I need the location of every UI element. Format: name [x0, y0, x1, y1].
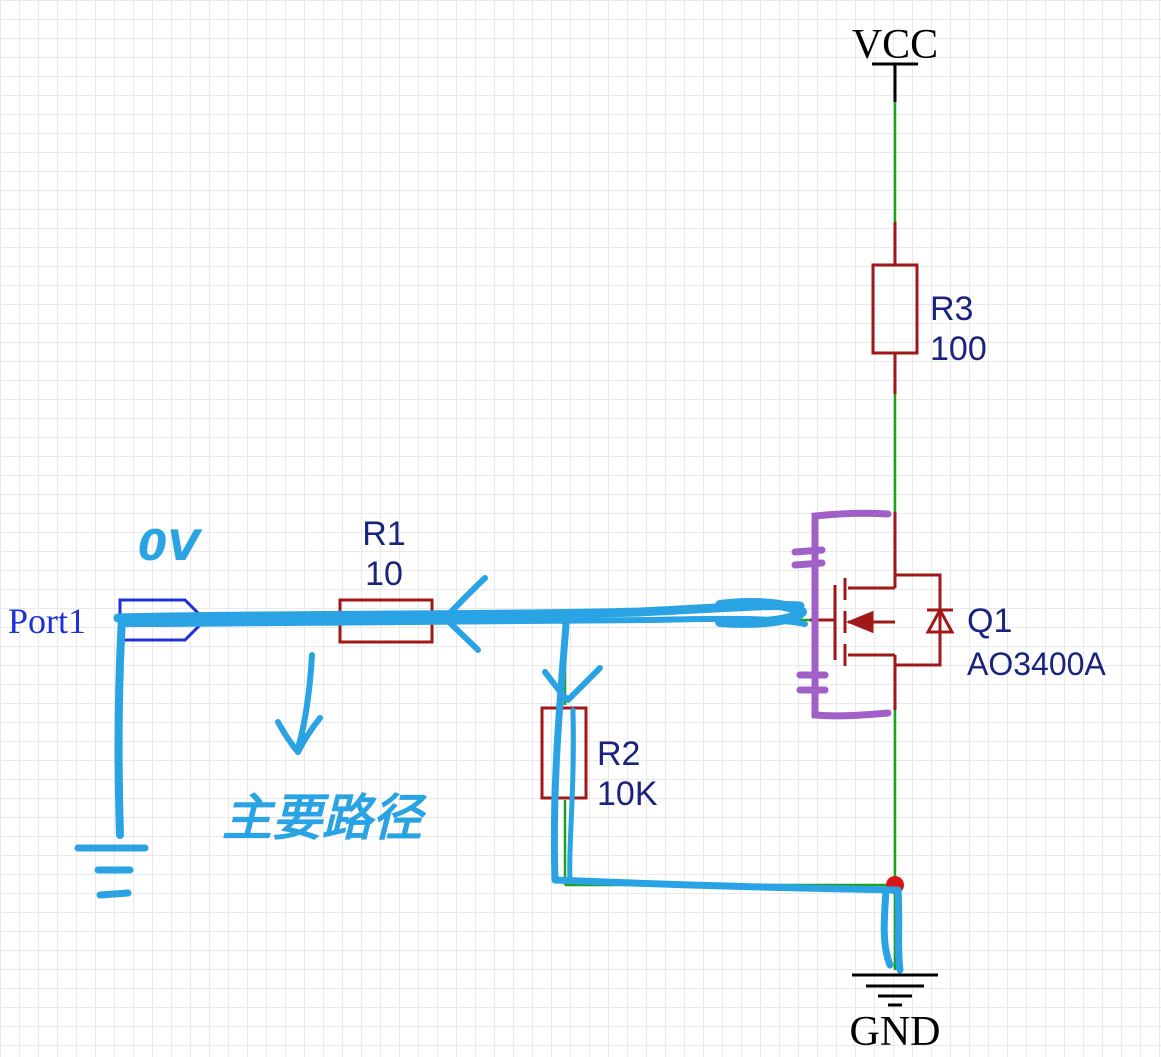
purple-gate-mark-top [791, 546, 826, 556]
annotation-voltage: 0V [138, 521, 203, 570]
q1-diode-triangle [925, 606, 955, 634]
r2-value: 10K [597, 775, 658, 813]
purple-bracket [811, 509, 892, 720]
r3-value: 100 [930, 330, 987, 368]
r3-body [871, 263, 919, 355]
r1-ref: R1 [362, 515, 405, 553]
r1-value: 10 [365, 555, 403, 593]
port-1[interactable]: Port1 [8, 598, 208, 642]
vcc-symbol: VCC [852, 22, 938, 102]
purple-gate-mark-mid [791, 559, 826, 569]
port-1-label: Port1 [8, 601, 86, 641]
r2-body [540, 706, 588, 800]
r2-ref: R2 [597, 735, 640, 773]
q1-value: AO3400A [967, 646, 1106, 682]
resistor-r2[interactable]: R2 10K [540, 706, 658, 813]
vcc-label: VCC [852, 22, 938, 68]
blue-path-gnd-drop [880, 886, 904, 974]
blue-annotation [74, 575, 904, 974]
mosfet-q1[interactable]: Q1 AO3400A [810, 512, 1106, 710]
blue-arrow-down-head [542, 665, 603, 703]
blue-path-r2-branch-2 [567, 707, 576, 883]
blue-arrow-left-head [442, 575, 488, 653]
q1-ref: Q1 [967, 602, 1012, 640]
resistor-r3[interactable]: R3 100 [871, 222, 987, 394]
q1-body-arrow [846, 610, 874, 634]
q1-diode-frame [895, 573, 942, 667]
purple-annotation [791, 509, 892, 720]
gnd-symbol: GND [850, 973, 941, 1055]
blue-path-r2-branch [550, 621, 899, 894]
blue-main-path-arrow [275, 652, 323, 755]
blue-path-port-down [114, 614, 126, 839]
gnd-label: GND [850, 1009, 941, 1055]
annotation-main-path: 主要路径 [222, 789, 427, 847]
blue-ground-handmark-3 [96, 889, 132, 899]
r3-ref: R3 [930, 290, 973, 328]
blue-path-gate-cluster [715, 597, 807, 628]
